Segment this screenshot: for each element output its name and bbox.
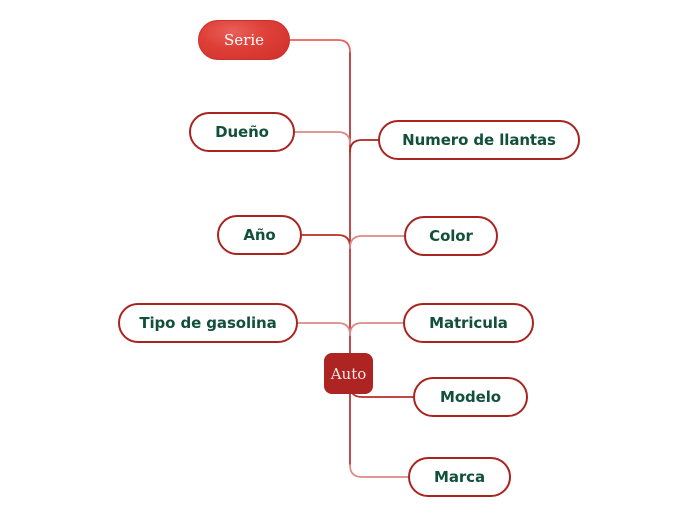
node-modelo-label: Modelo — [440, 388, 501, 406]
node-matricula[interactable]: Matricula — [403, 303, 534, 343]
node-dueno-label: Dueño — [215, 123, 269, 141]
node-color[interactable]: Color — [404, 216, 498, 256]
edge-marca — [349, 464, 409, 478]
edge-serie — [289, 39, 351, 53]
edge-color — [349, 235, 405, 249]
node-modelo[interactable]: Modelo — [413, 377, 528, 417]
node-serie[interactable]: Serie — [198, 20, 290, 60]
node-tipo-de-gasolina[interactable]: Tipo de gasolina — [118, 303, 298, 343]
node-dueno[interactable]: Dueño — [189, 112, 295, 152]
node-ano[interactable]: Año — [217, 215, 302, 255]
node-numero-de-llantas[interactable]: Numero de llantas — [378, 120, 580, 160]
edge-ano — [301, 234, 351, 248]
node-serie-label: Serie — [224, 31, 264, 49]
node-matricula-label: Matricula — [429, 314, 508, 332]
node-ano-label: Año — [243, 226, 276, 244]
node-marca-label: Marca — [434, 468, 485, 486]
node-marca[interactable]: Marca — [408, 457, 511, 497]
node-auto-label: Auto — [330, 364, 367, 383]
edge-matricula — [349, 322, 404, 336]
node-numero-de-llantas-label: Numero de llantas — [402, 131, 556, 149]
edge-gasolina — [297, 322, 351, 336]
edge-llantas — [349, 139, 379, 153]
node-auto[interactable]: Auto — [324, 353, 373, 394]
edge-dueno — [294, 131, 351, 145]
node-color-label: Color — [429, 227, 473, 245]
node-tipo-de-gasolina-label: Tipo de gasolina — [139, 314, 277, 332]
